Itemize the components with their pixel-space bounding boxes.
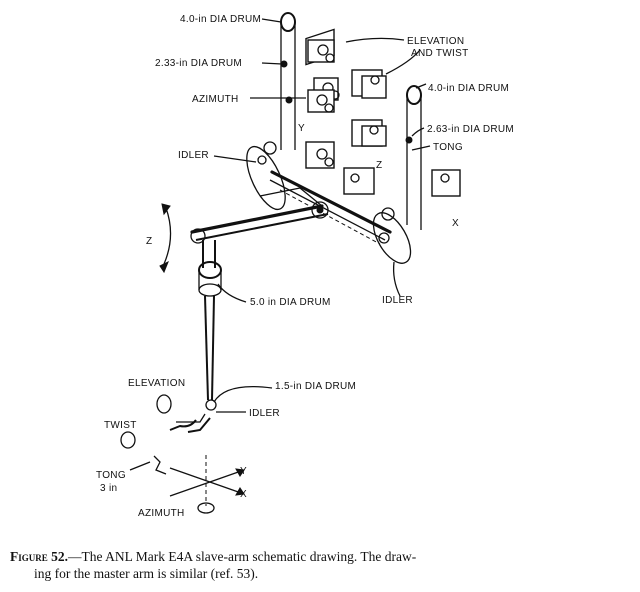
label-axis-y: Y: [240, 466, 247, 477]
label-x-right: X: [452, 218, 459, 229]
idler-disc-left: [246, 141, 286, 211]
label-y-top: Y: [298, 123, 305, 134]
label-elevation-twist-1: ELEVATION: [407, 36, 464, 47]
label-tong-top: TONG: [433, 142, 463, 153]
motor-stack-left: [305, 28, 340, 169]
label-elevation-twist-2: AND TWIST: [411, 48, 469, 59]
leader-lines: [129, 18, 431, 471]
linkage: [190, 187, 329, 244]
z-rotation-arrow: [159, 203, 172, 274]
label-tong-bottom-1: TONG: [96, 470, 126, 481]
figure-label: Figure 52.: [10, 549, 69, 564]
tong-assembly: [120, 394, 211, 475]
label-idler-left: IDLER: [178, 150, 209, 161]
label-elevation-bottom: ELEVATION: [128, 378, 185, 389]
motor-stack-right: [343, 69, 461, 197]
label-azimuth-bottom: AZIMUTH: [138, 508, 185, 519]
label-4in-drum-right: 4.0-in DIA DRUM: [428, 83, 509, 94]
label-5in-drum: 5.0 in DIA DRUM: [250, 297, 331, 308]
idler-disc-right: [372, 207, 412, 264]
label-15in-drum: 1.5-in DIA DRUM: [275, 381, 356, 392]
main-column: [198, 240, 222, 411]
caption-line-1: —The ANL Mark E4A slave-arm schematic dr…: [68, 549, 417, 564]
label-233in-drum: 2.33-in DIA DRUM: [155, 58, 242, 69]
base-axes: [169, 455, 245, 514]
right-tape-column: [405, 85, 422, 230]
caption-line-2: ing for the master arm is similar (ref. …: [34, 566, 259, 581]
figure-caption: Figure 52.—The ANL Mark E4A slave-arm sc…: [10, 548, 630, 582]
diagram-labels: 4.0-in DIA DRUM 2.33-in DIA DRUM AZIMUTH…: [96, 14, 514, 519]
left-tape-column: [280, 12, 296, 150]
label-263in-drum: 2.63-in DIA DRUM: [427, 124, 514, 135]
label-4in-drum-left: 4.0-in DIA DRUM: [180, 14, 261, 25]
label-z-mid: Z: [376, 160, 382, 171]
label-twist-bottom: TWIST: [104, 420, 137, 431]
label-idler-right: IDLER: [382, 295, 413, 306]
label-z-rotation: Z: [146, 236, 152, 247]
label-tong-bottom-2: 3 in: [100, 483, 117, 494]
label-axis-x: X: [240, 489, 247, 500]
label-azimuth-top: AZIMUTH: [192, 94, 239, 105]
slave-arm-schematic: 4.0-in DIA DRUM 2.33-in DIA DRUM AZIMUTH…: [96, 12, 514, 519]
label-idler-bottom: IDLER: [249, 408, 280, 419]
